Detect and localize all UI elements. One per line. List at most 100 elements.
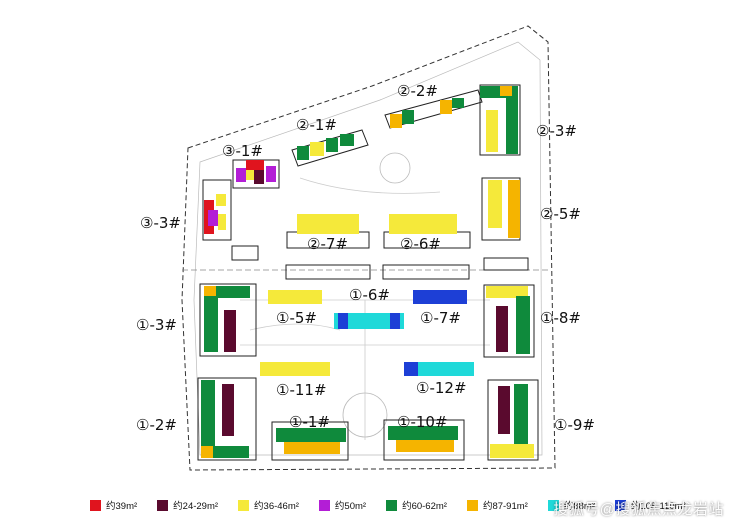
unit-block [413,290,467,304]
building-label-2-2: ②-2# [397,82,438,100]
unit-block [390,313,400,329]
plaza-circle [342,392,388,438]
building-label-1-9: ①-9# [554,416,595,434]
unit-block [218,286,250,298]
legend-swatch [90,499,101,511]
building-outline [291,129,369,167]
unit-block [297,214,359,234]
unit-block [208,210,218,226]
building-label-1-7: ①-7# [420,309,461,327]
unit-block [268,290,322,304]
plaza-circle [379,152,411,184]
building-label-3-3: ③-3# [140,214,181,232]
legend-item: 约60-62m² [386,498,447,512]
unit-block [216,194,226,206]
unit-block [516,296,530,354]
building-label-2-6: ②-6# [400,235,441,253]
legend-label: 约39m² [106,501,138,512]
unit-block [236,168,246,182]
legend-swatch [466,499,478,511]
unit-block [297,146,309,160]
unit-block [340,134,354,146]
building-label-1-10: ①-10# [397,413,448,431]
building-outline [479,84,521,156]
building-label-2-5: ②-5# [540,205,581,223]
building-label-2-1: ②-1# [296,116,337,134]
building-label-1-6: ①-6# [349,286,390,304]
unit-block [204,286,218,352]
unit-block [222,384,234,436]
unit-block [201,380,215,446]
unit-block [404,362,418,376]
unit-block [246,170,254,180]
unit-block [508,180,520,238]
legend-label: 约60-62m² [402,501,447,512]
unit-block [388,426,458,440]
building-outline [483,257,529,271]
unit-block [402,110,414,124]
building-outline [382,264,470,280]
building-outline [483,284,535,358]
building-label-1-2: ①-2# [136,416,177,434]
building-outline [285,264,371,280]
unit-block [440,100,452,114]
unit-block [390,114,402,128]
building-label-2-7: ②-7# [307,235,348,253]
legend-item: 约88m² [547,498,595,512]
legend-label: 约36-46m² [254,501,299,512]
unit-block [514,384,528,450]
unit-block [266,166,276,182]
legend-swatch [238,499,250,511]
unit-block [276,428,346,442]
inner-site-outline [193,41,543,456]
area-legend: 约39m² 约24-29m² 约36-46m² 约50m² 约60-62m² 约… [0,491,740,519]
legend-item: 约36-46m² [238,498,299,512]
legend-swatch [318,499,330,511]
legend-item: 约108-110m² [614,498,686,512]
legend-swatch [386,499,398,511]
legend-item: 约87-91m² [466,498,528,512]
unit-block [389,214,457,234]
unit-block [310,142,324,156]
unit-block [224,310,236,352]
building-outline [197,377,257,461]
unit-block [498,386,510,434]
unit-block [334,313,404,329]
unit-block [452,98,464,108]
unit-block [284,442,340,454]
building-outline [199,283,257,357]
building-label-1-1: ①-1# [289,413,330,431]
building-label-1-8: ①-8# [540,309,581,327]
unit-block [506,98,518,154]
unit-block [396,440,454,452]
building-label-1-12: ①-12# [416,379,467,397]
legend-label: 约88m² [563,501,595,512]
building-outline [202,179,232,241]
garden-path [299,177,441,194]
garden-path [249,323,341,331]
building-outline [384,89,483,129]
building-outline [383,419,465,461]
unit-block [204,286,216,296]
building-outline [271,421,349,461]
unit-block [500,86,512,96]
unit-block [254,170,264,184]
unit-block [490,444,534,458]
site-plan-map: ②-2# ②-3# ②-1# ③-1# ③-3# ②-5# ②-7# ②-6# … [136,25,595,471]
legend-swatch [614,499,626,511]
building-outline [231,245,259,261]
legend-item: 约24-29m² [157,498,218,512]
legend-item: 约50m² [318,498,366,512]
unit-block [488,180,502,228]
unit-block [480,86,518,98]
legend-swatch [547,499,559,511]
legend-label: 约87-91m² [482,501,528,512]
watermark: 搜狐号@搜狐焦点龙岩站 [553,501,724,518]
building-label-1-3: ①-3# [136,316,177,334]
unit-block [404,362,474,376]
unit-block [486,110,498,152]
building-label-1-5: ①-5# [276,309,317,327]
unit-block [496,306,508,352]
building-label-2-3: ②-3# [536,122,577,140]
unit-block [326,138,338,152]
